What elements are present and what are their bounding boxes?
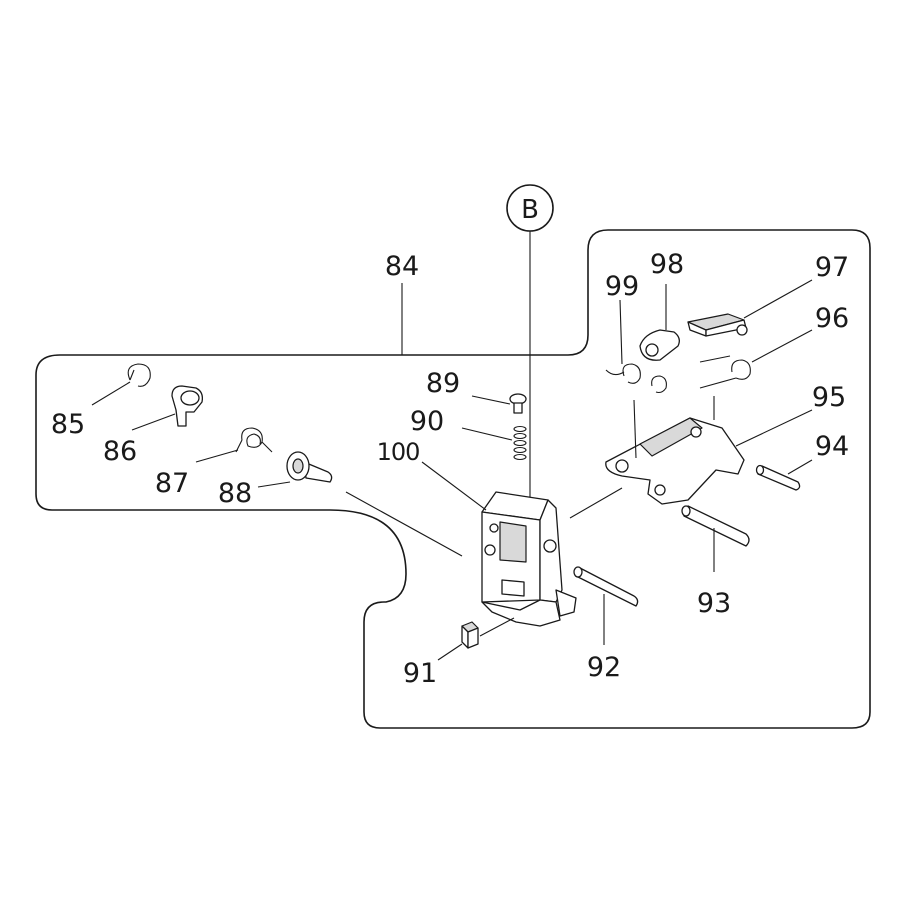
part-85-clip [127,363,151,387]
label-85: 85 [51,409,85,440]
label-91: 91 [403,658,437,689]
label-100: 100 [377,438,420,466]
part-86-bushing [171,385,204,427]
label-84: 84 [385,251,419,282]
part-89-screw [509,393,527,414]
part-90-spring [513,425,527,461]
part-94-pin [755,464,801,491]
part-100-housing [481,491,577,627]
label-88: 88 [218,478,252,509]
part-88-shaft [286,451,333,483]
part-98-cam [639,329,680,361]
part-91-block [461,621,479,649]
part-97-latch [687,313,748,337]
label-98: 98 [650,249,684,280]
label-86: 86 [103,436,137,467]
assembly-outline [35,229,871,729]
part-99-spring [605,363,667,394]
part-93-pin [681,505,750,547]
label-95: 95 [812,382,846,413]
label-90: 90 [410,406,444,437]
label-93: 93 [697,588,731,619]
label-94: 94 [815,431,849,462]
part-96-spring [699,355,751,389]
part-92-pin [573,566,639,607]
label-87: 87 [155,468,189,499]
part-87-spring [235,427,273,453]
reference-marker-label: B [521,195,539,225]
label-96: 96 [815,303,849,334]
label-92: 92 [587,652,621,683]
label-99: 99 [605,271,639,302]
label-97: 97 [815,252,849,283]
part-95-lever-bracket [605,417,745,505]
label-89: 89 [426,368,460,399]
